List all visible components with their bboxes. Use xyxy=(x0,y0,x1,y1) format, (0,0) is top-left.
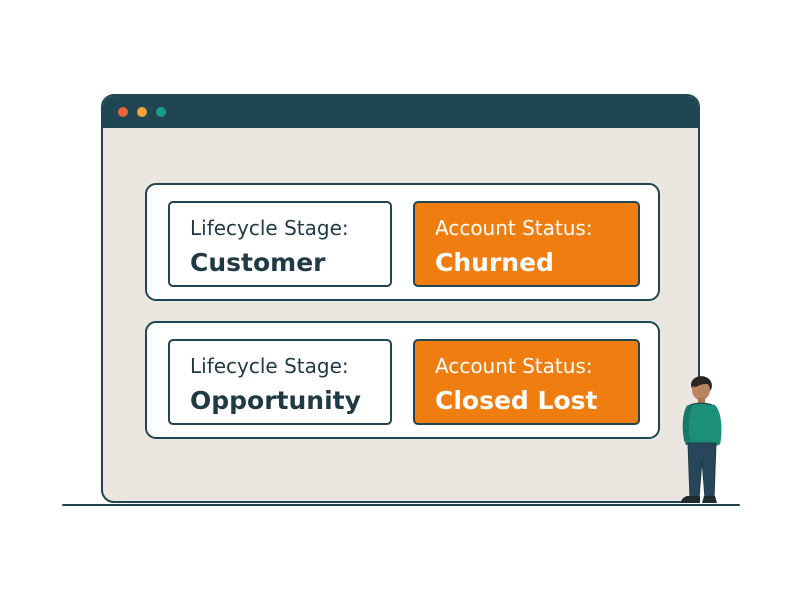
lifecycle-stage-field: Lifecycle Stage: Customer xyxy=(168,201,392,287)
maximize-dot-icon[interactable] xyxy=(156,107,166,117)
account-status-field: Account Status: Closed Lost xyxy=(413,339,640,425)
lifecycle-stage-field: Lifecycle Stage: Opportunity xyxy=(168,339,392,425)
account-status-value: Churned xyxy=(435,248,554,277)
lifecycle-stage-label: Lifecycle Stage: xyxy=(190,216,349,240)
lifecycle-stage-value: Customer xyxy=(190,248,326,277)
account-status-field: Account Status: Churned xyxy=(413,201,640,287)
person-icon xyxy=(681,376,722,503)
account-status-value: Closed Lost xyxy=(435,386,598,415)
close-dot-icon[interactable] xyxy=(118,107,128,117)
minimize-dot-icon[interactable] xyxy=(137,107,147,117)
browser-window: Lifecycle Stage: Customer Account Status… xyxy=(101,94,700,503)
account-status-label: Account Status: xyxy=(435,354,593,378)
record-card: Lifecycle Stage: Opportunity Account Sta… xyxy=(145,321,660,439)
lifecycle-stage-value: Opportunity xyxy=(190,386,361,415)
window-title-bar xyxy=(103,96,698,128)
ground-line xyxy=(62,504,740,506)
account-status-label: Account Status: xyxy=(435,216,593,240)
lifecycle-stage-label: Lifecycle Stage: xyxy=(190,354,349,378)
record-card: Lifecycle Stage: Customer Account Status… xyxy=(145,183,660,301)
